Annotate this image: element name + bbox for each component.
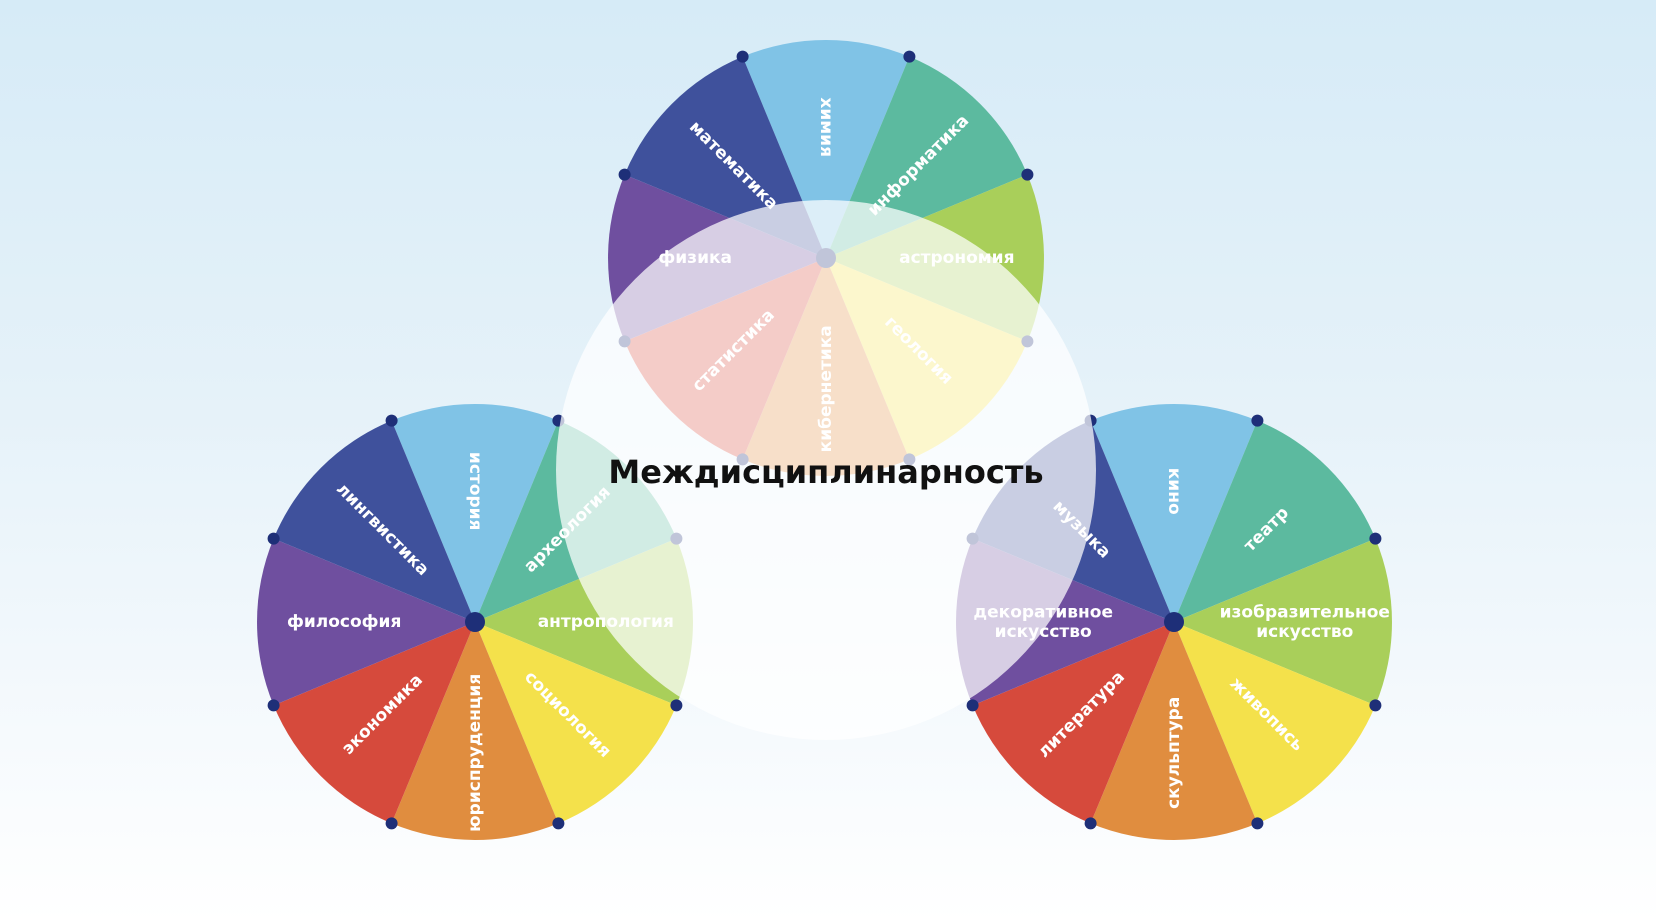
- diagram-title: Междисциплинарность: [608, 453, 1043, 491]
- rim-dot: [966, 699, 979, 712]
- rim-dot: [903, 50, 916, 63]
- segment-label: кино: [1164, 468, 1184, 515]
- rim-dot: [1251, 817, 1264, 830]
- rim-dot: [1369, 699, 1382, 712]
- segment-label: философия: [287, 612, 401, 632]
- rim-dot: [552, 817, 565, 830]
- segment-label: юриспруденция: [465, 674, 485, 832]
- segment-humanities-0: [391, 404, 559, 622]
- segment-arts-4: [1090, 622, 1258, 840]
- rim-dot: [1251, 414, 1264, 427]
- rim-dot: [618, 168, 631, 181]
- segment-humanities-5: [273, 622, 475, 824]
- segment-arts-3: [1174, 622, 1376, 824]
- segment-humanities-4: [391, 622, 559, 840]
- rim-dot: [267, 532, 280, 545]
- rim-dot: [267, 699, 280, 712]
- hub-dot: [465, 612, 485, 632]
- segment-arts-5: [972, 622, 1174, 824]
- rim-dot: [385, 817, 398, 830]
- segment-arts-0: [1090, 404, 1258, 622]
- segment-label: история: [465, 452, 485, 531]
- segment-arts-1: [1174, 420, 1376, 622]
- rim-dot: [1084, 817, 1097, 830]
- hub-dot: [1164, 612, 1184, 632]
- center-overlay-circle: [556, 200, 1096, 740]
- segment-arts-2: [1174, 538, 1392, 706]
- rim-dot: [385, 414, 398, 427]
- segment-humanities-3: [475, 622, 677, 824]
- segment-humanities-6: [257, 538, 475, 706]
- segment-label: химия: [816, 97, 836, 157]
- rim-dot: [1021, 168, 1034, 181]
- segment-science-0: [742, 40, 910, 258]
- segment-humanities-7: [273, 420, 475, 622]
- rim-dot: [1369, 532, 1382, 545]
- rim-dot: [670, 699, 683, 712]
- segment-label: скульптура: [1164, 697, 1184, 809]
- rim-dot: [736, 50, 749, 63]
